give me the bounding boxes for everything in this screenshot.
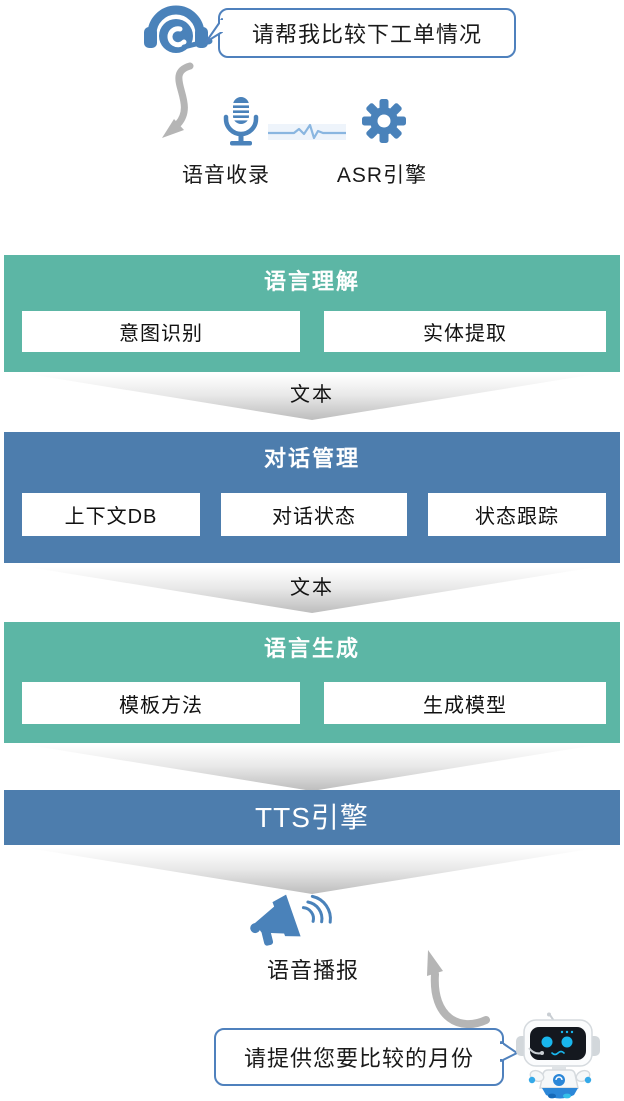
bubble-tail-right [499, 1041, 518, 1062]
dm-item-context-db: 上下文DB [22, 493, 200, 536]
flow-arrow-text-2: 文本 [0, 566, 624, 616]
megaphone-icon [250, 894, 332, 946]
bot-speech-bubble: 请提供您要比较的月份 [214, 1028, 518, 1086]
dm-item-dialog-state: 对话状态 [221, 493, 407, 536]
chevron-down-icon [28, 848, 596, 894]
microphone-icon [223, 97, 259, 146]
robot-icon [516, 1012, 600, 1099]
nlg-block: 语言生成 模板方法 生成模型 [4, 622, 620, 743]
flow-arrow-text-1: 文本 [0, 373, 624, 423]
voice-capture-label: 语音收录 [182, 164, 270, 187]
curved-arrow-down-icon [162, 62, 194, 138]
flow-arrow-label-1: 文本 [290, 384, 334, 406]
tts-block-title: TTS引擎 [255, 802, 369, 833]
nlu-item-entity: 实体提取 [324, 311, 606, 352]
waveform-icon [268, 123, 346, 140]
voice-broadcast-label: 语音播报 [266, 958, 359, 983]
dm-block-title: 对话管理 [263, 446, 360, 471]
bubble-tail-left [205, 18, 223, 43]
asr-engine-label: ASR引擎 [336, 164, 428, 187]
nlu-block-title: 语言理解 [263, 269, 360, 294]
flow-arrow-label-2: 文本 [290, 577, 334, 599]
nlu-block: 语言理解 意图识别 实体提取 [4, 255, 620, 372]
nlu-item-intent: 意图识别 [22, 311, 300, 352]
dm-item-state-tracking: 状态跟踪 [428, 493, 606, 536]
chevron-down-icon [28, 745, 596, 791]
gear-icon [362, 99, 406, 143]
nlg-item-template: 模板方法 [22, 682, 300, 724]
flow-arrow-4 [0, 847, 624, 897]
user-speech-bubble: 请帮我比较下工单情况 [205, 8, 516, 58]
dm-block: 对话管理 上下文DB 对话状态 状态跟踪 [4, 432, 620, 563]
curved-arrow-up-icon [427, 950, 490, 1028]
flow-arrow-3 [0, 744, 624, 794]
bot-bubble-text: 请提供您要比较的月份 [243, 1046, 474, 1071]
user-bubble-text: 请帮我比较下工单情况 [251, 22, 482, 47]
tts-block: TTS引擎 [4, 790, 620, 845]
nlg-block-title: 语言生成 [263, 636, 360, 661]
nlg-item-generative: 生成模型 [324, 682, 606, 724]
headset-agent-icon [144, 5, 213, 53]
